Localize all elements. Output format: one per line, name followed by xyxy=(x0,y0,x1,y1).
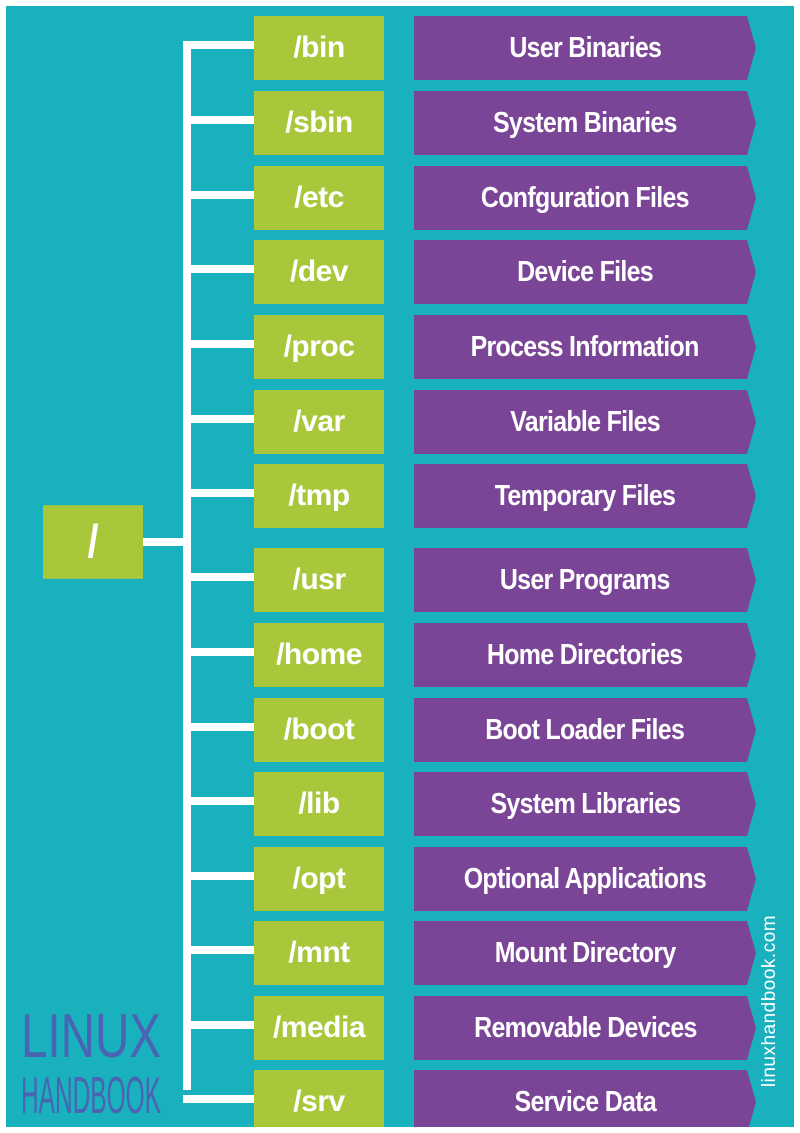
directory-path: /proc xyxy=(254,315,384,379)
directory-description: User Binaries xyxy=(509,31,662,64)
directory-description-box: User Programs xyxy=(414,548,756,612)
directory-description: Process Information xyxy=(470,330,700,363)
directory-row: /tmp Temporary Files xyxy=(6,464,794,528)
branch-connector xyxy=(183,1095,255,1103)
branch-connector xyxy=(183,573,255,581)
directory-row: /sbin System Binaries xyxy=(6,91,794,155)
linux-handbook-logo: LINUX HANDBOOK xyxy=(16,971,166,1125)
directory-path: /srv xyxy=(254,1070,384,1127)
directory-description-box: Temporary Files xyxy=(414,464,756,528)
branch-connector xyxy=(183,872,255,880)
root-label: / xyxy=(87,516,99,567)
branch-connector xyxy=(183,191,255,199)
directory-description-box: System Binaries xyxy=(414,91,756,155)
branch-connector xyxy=(183,723,255,731)
branch-connector xyxy=(183,265,255,273)
directory-description: Removable Devices xyxy=(473,1011,697,1044)
directory-description-box: Mount Directory xyxy=(414,921,756,985)
directory-description-box: User Binaries xyxy=(414,16,756,80)
directory-description-box: Removable Devices xyxy=(414,996,756,1060)
directory-description-box: Process Information xyxy=(414,315,756,379)
root-connector xyxy=(143,538,183,546)
branch-connector xyxy=(183,489,255,497)
directory-row: /proc Process Information xyxy=(6,315,794,379)
directory-description: Variable Files xyxy=(510,405,660,438)
directory-description-box: Optional Applications xyxy=(414,847,756,911)
directory-path: /var xyxy=(254,390,384,454)
directory-description: Temporary Files xyxy=(494,479,676,512)
branch-connector xyxy=(183,116,255,124)
branch-connector xyxy=(183,797,255,805)
directory-path: /home xyxy=(254,623,384,687)
directory-path: /sbin xyxy=(254,91,384,155)
directory-description: Boot Loader Files xyxy=(485,713,686,746)
directory-path: /bin xyxy=(254,16,384,80)
directory-row: /opt Optional Applications xyxy=(6,847,794,911)
directory-row: /bin User Binaries xyxy=(6,16,794,80)
directory-path: /etc xyxy=(254,166,384,230)
directory-description: Confguration Files xyxy=(481,181,690,214)
directory-row: /media Removable Devices xyxy=(6,996,794,1060)
directory-row: /srv Service Data xyxy=(6,1070,794,1127)
directory-description-box: Confguration Files xyxy=(414,166,756,230)
directory-path: /mnt xyxy=(254,921,384,985)
directory-row: /mnt Mount Directory xyxy=(6,921,794,985)
directory-path: /dev xyxy=(254,240,384,304)
directory-description: User Programs xyxy=(500,563,671,596)
directory-row: /home Home Directories xyxy=(6,623,794,687)
directory-row: /var Variable Files xyxy=(6,390,794,454)
directory-description-box: Device Files xyxy=(414,240,756,304)
directory-path: /tmp xyxy=(254,464,384,528)
directory-description-box: Service Data xyxy=(414,1070,756,1127)
directory-description: Home Directories xyxy=(487,638,683,671)
directory-row: /dev Device Files xyxy=(6,240,794,304)
directory-description: Optional Applications xyxy=(463,862,707,895)
root-directory: / xyxy=(43,505,143,579)
directory-description-box: Home Directories xyxy=(414,623,756,687)
branch-connector xyxy=(183,648,255,656)
directory-description: Device Files xyxy=(517,255,654,288)
directory-description: System Libraries xyxy=(489,787,681,820)
logo-line1: LINUX xyxy=(21,1002,161,1071)
directory-description: System Binaries xyxy=(493,106,677,139)
directory-path: /lib xyxy=(254,772,384,836)
directory-row: /boot Boot Loader Files xyxy=(6,698,794,762)
watermark-text: linuxhandbook.com xyxy=(759,914,780,1088)
directory-row: /lib System Libraries xyxy=(6,772,794,836)
branch-connector xyxy=(183,340,255,348)
directory-path: /usr xyxy=(254,548,384,612)
directory-description: Mount Directory xyxy=(494,936,677,969)
branch-connector xyxy=(183,41,255,49)
watermark: linuxhandbook.com xyxy=(746,886,794,1116)
directory-description: Service Data xyxy=(514,1085,656,1118)
directory-row: /usr User Programs xyxy=(6,548,794,612)
directory-description-box: Variable Files xyxy=(414,390,756,454)
tree-trunk xyxy=(183,41,191,1090)
directory-path: /media xyxy=(254,996,384,1060)
directory-description-box: System Libraries xyxy=(414,772,756,836)
branch-connector xyxy=(183,1021,255,1029)
logo-line2: HANDBOOK xyxy=(21,1067,161,1121)
directory-path: /boot xyxy=(254,698,384,762)
branch-connector xyxy=(183,946,255,954)
branch-connector xyxy=(183,415,255,423)
directory-row: /etc Confguration Files xyxy=(6,166,794,230)
directory-path: /opt xyxy=(254,847,384,911)
directory-description-box: Boot Loader Files xyxy=(414,698,756,762)
